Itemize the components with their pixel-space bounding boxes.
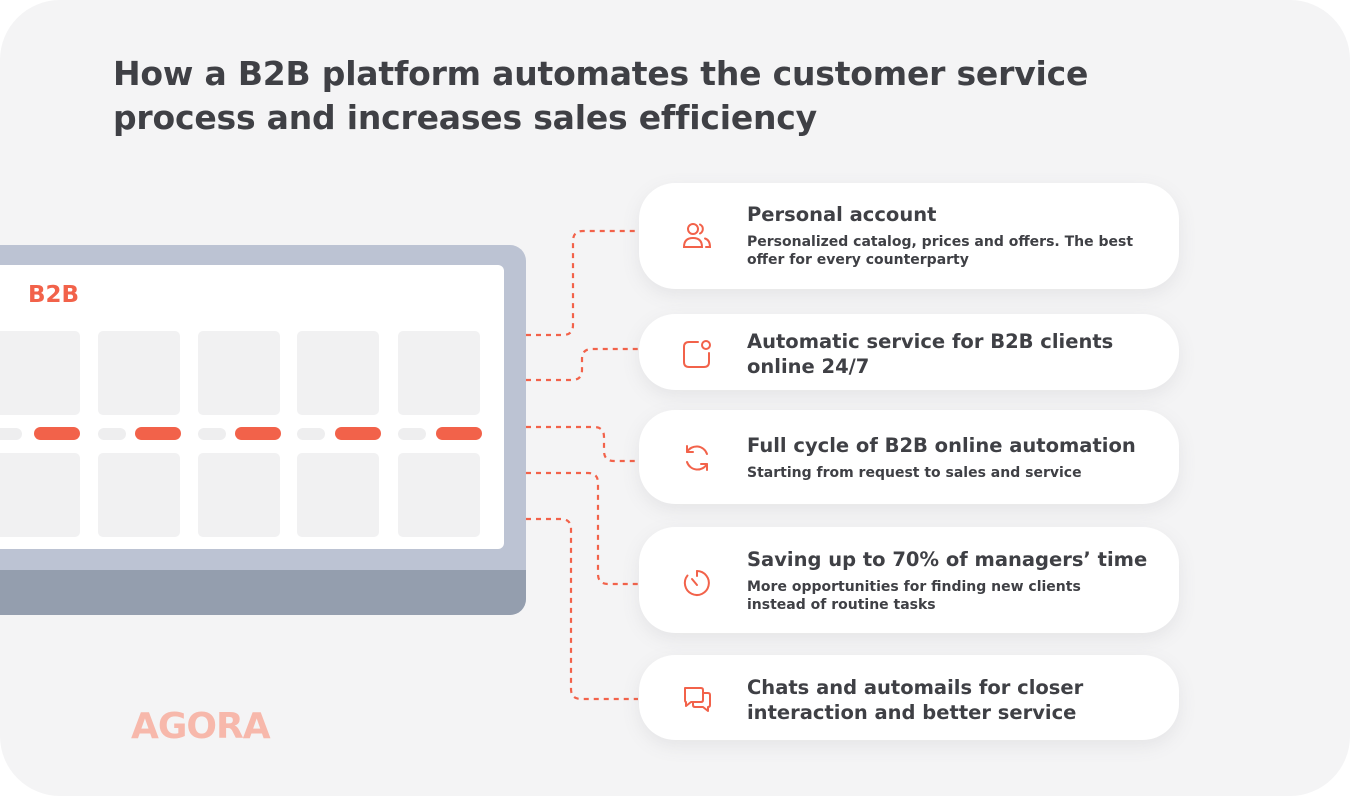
refresh-icon — [686, 445, 708, 471]
page-title: How a B2B platform automates the custome… — [113, 52, 1233, 140]
connector-2 — [526, 347, 638, 382]
notification-icon — [683, 340, 711, 368]
product-tile — [98, 453, 180, 537]
card-title: Saving up to 70% of managers’ time — [747, 548, 1148, 571]
card-title: Automatic service for B2B clients online… — [747, 329, 1113, 379]
product-tile — [398, 453, 480, 537]
price-placeholder — [198, 428, 226, 440]
card-description-line: instead of routine tasks — [747, 597, 936, 613]
card-title: Personal account — [747, 203, 937, 226]
laptop-base — [0, 570, 526, 615]
laptop-illustration: B2B — [0, 245, 526, 615]
card-description: Personalized catalog, prices and offers.… — [747, 233, 1147, 269]
product-tile — [297, 331, 379, 415]
price-placeholder — [398, 428, 426, 440]
feature-card-saving-time: Saving up to 70% of managers’ time More … — [639, 527, 1179, 633]
title-line-1: How a B2B platform automates the custome… — [113, 54, 1089, 93]
buy-placeholder — [135, 427, 181, 440]
feature-card-personal-account: Personal account Personalized catalog, p… — [639, 183, 1179, 289]
buy-placeholder — [34, 427, 80, 440]
title-line-2: process and increases sales efficiency — [113, 98, 817, 137]
laptop-screen: B2B — [0, 265, 504, 549]
card-title-line: online 24/7 — [747, 355, 870, 378]
chat-icon — [684, 687, 711, 712]
card-description: Starting from request to sales and servi… — [747, 465, 1082, 481]
product-tile — [198, 331, 280, 415]
connector-5 — [526, 517, 638, 701]
card-title: Full cycle of B2B online automation — [747, 434, 1136, 457]
card-title-line: Chats and automails for closer — [747, 676, 1084, 699]
card-title-line: Automatic service for B2B clients — [747, 330, 1114, 353]
card-title-line: interaction and better service — [747, 701, 1077, 724]
product-tile — [98, 331, 180, 415]
card-title: Chats and automails for closer interacti… — [747, 675, 1083, 725]
product-tile — [398, 331, 480, 415]
connector-3 — [526, 425, 638, 463]
feature-card-full-cycle: Full cycle of B2B online automation Star… — [639, 410, 1179, 504]
price-placeholder — [98, 428, 126, 440]
price-placeholder — [0, 428, 22, 440]
buy-placeholder — [335, 427, 381, 440]
logo-text: AGORA — [131, 706, 271, 745]
agora-logo: AGORA — [131, 706, 272, 745]
card-description-line: More opportunities for finding new clien… — [747, 579, 1081, 595]
feature-card-automatic-service: Automatic service for B2B clients online… — [639, 314, 1179, 390]
card-description-line: Personalized catalog, prices and offers.… — [747, 234, 1134, 250]
card-description: More opportunities for finding new clien… — [747, 578, 1147, 614]
connector-1 — [526, 229, 638, 337]
buy-placeholder — [235, 427, 281, 440]
price-placeholder — [297, 428, 325, 440]
product-tile — [198, 453, 280, 537]
b2b-label: B2B — [28, 282, 80, 308]
buy-placeholder — [436, 427, 482, 440]
users-icon — [682, 223, 712, 248]
product-tile — [0, 331, 80, 415]
timer-icon — [683, 570, 710, 596]
card-description-line: offer for every counterparty — [747, 252, 969, 268]
product-tile — [297, 453, 379, 537]
product-tile — [0, 453, 80, 537]
feature-card-chats: Chats and automails for closer interacti… — [639, 655, 1179, 740]
connector-4 — [526, 471, 638, 586]
